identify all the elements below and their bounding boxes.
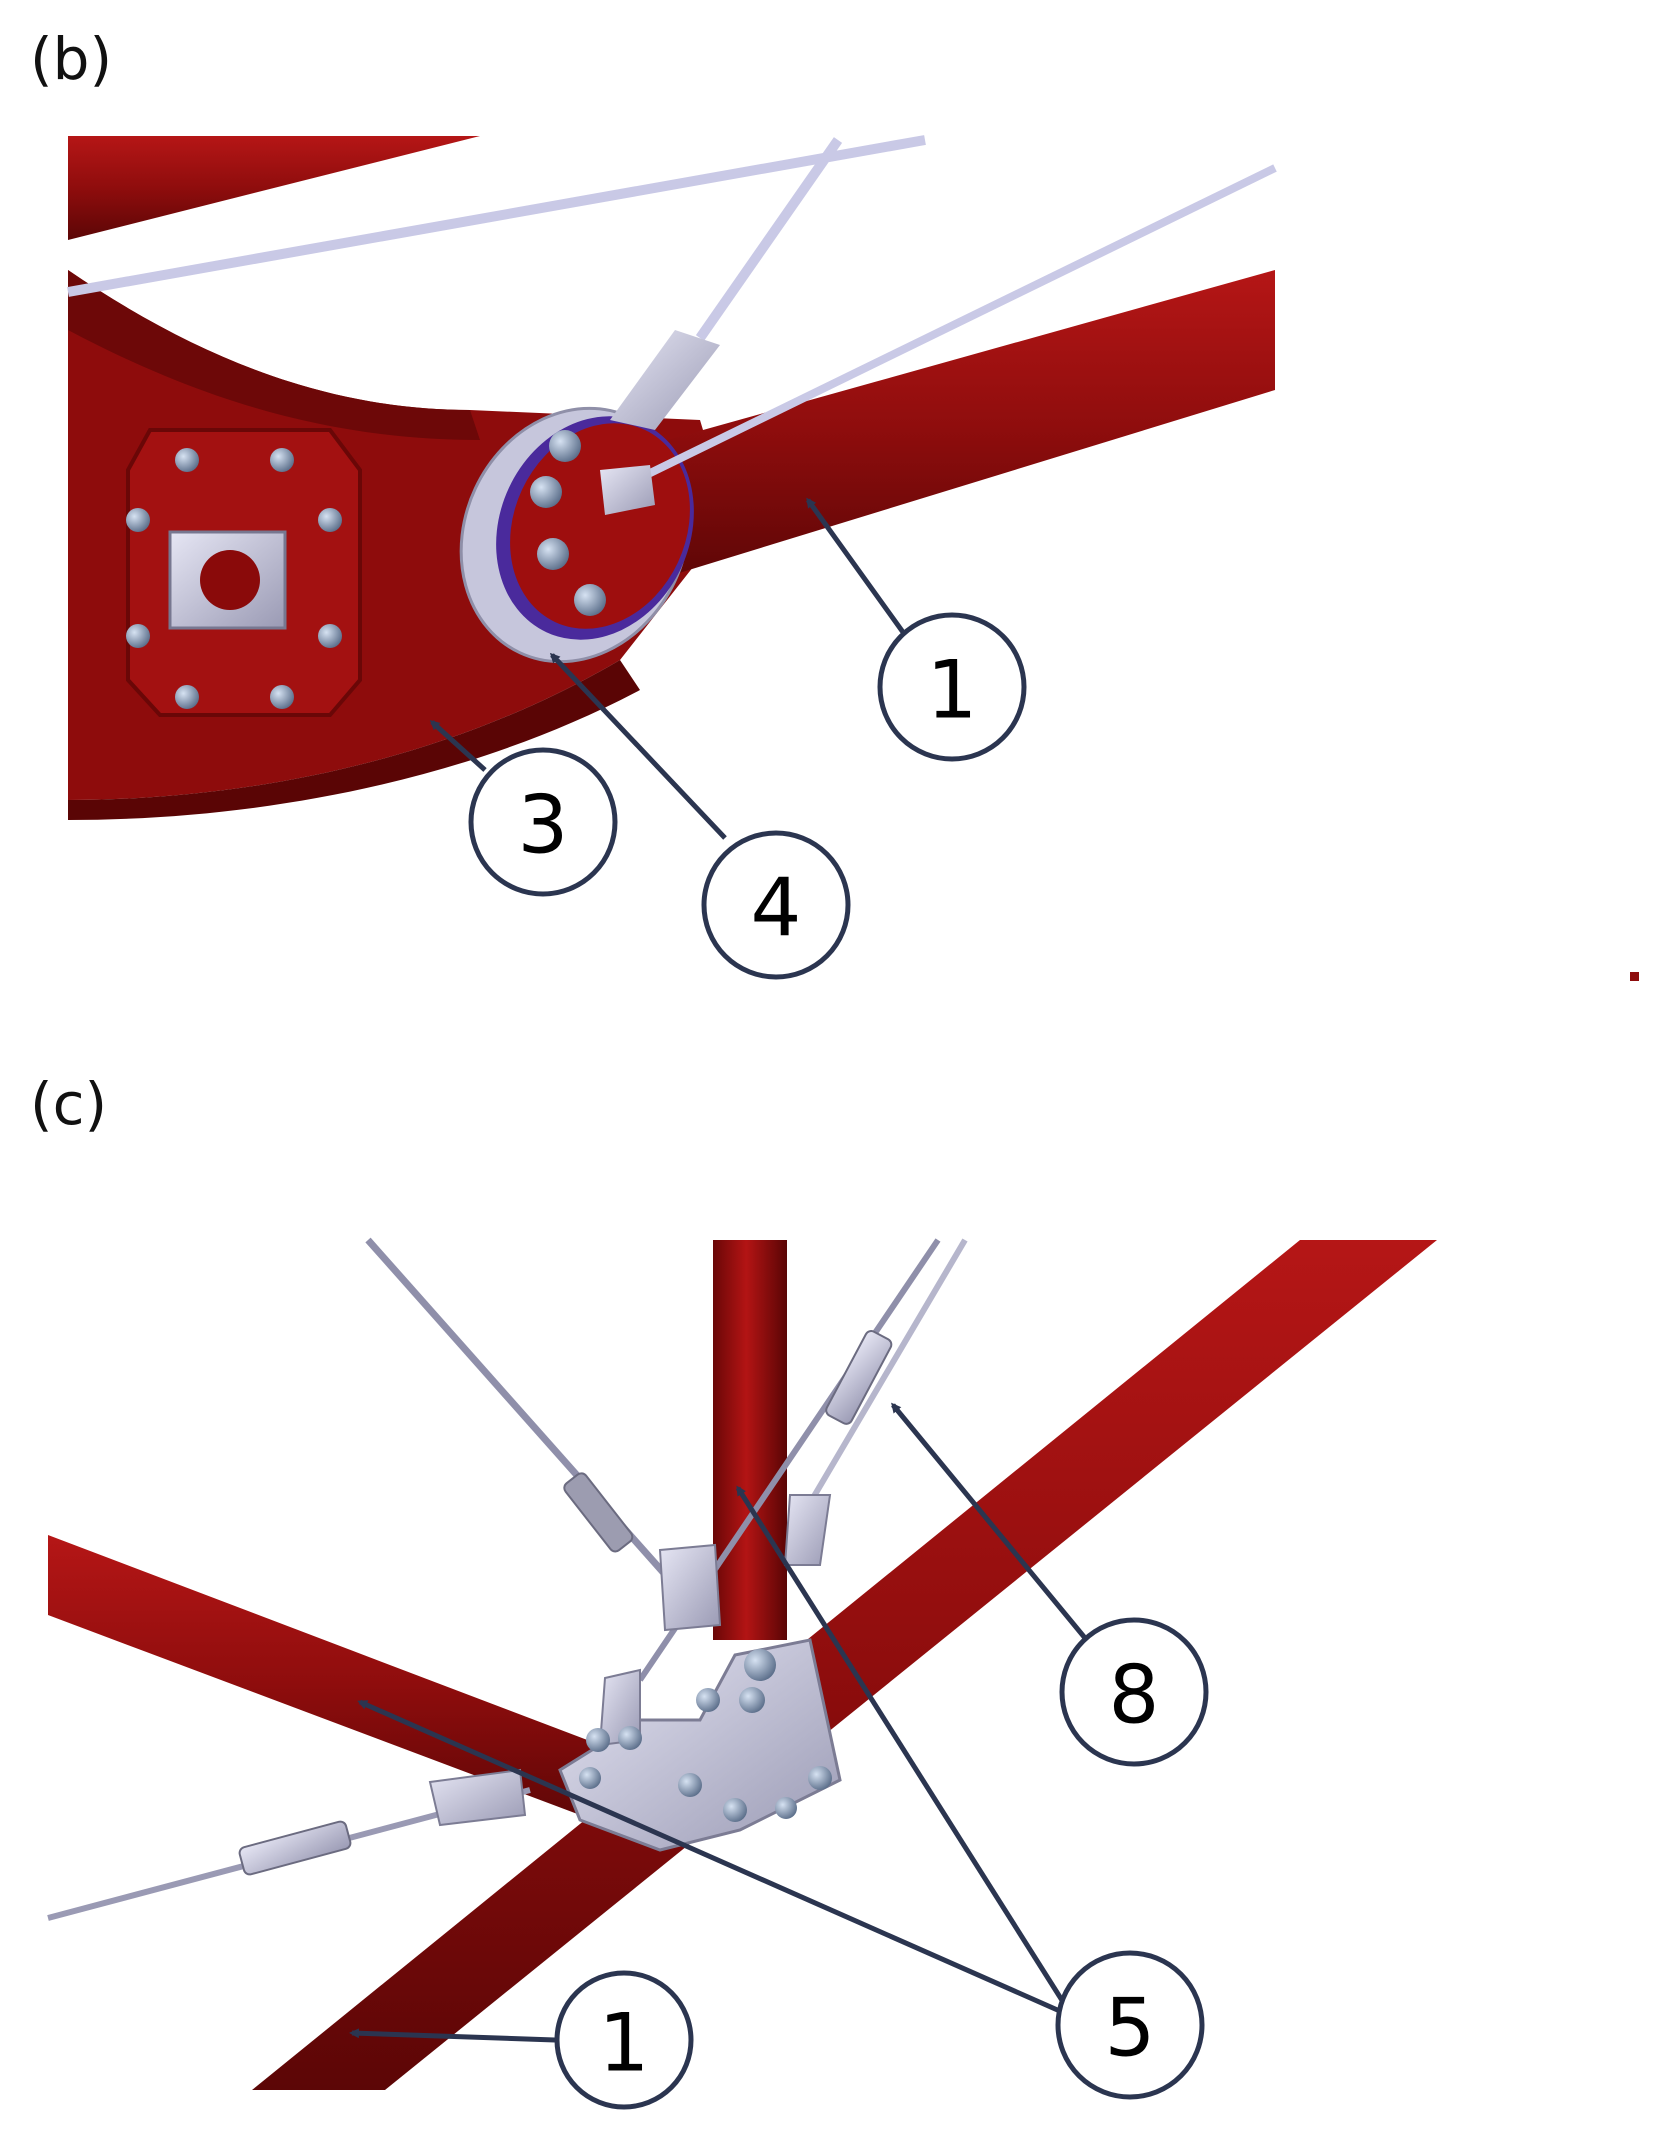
bolt-icon bbox=[270, 448, 294, 472]
upper-beam bbox=[68, 136, 480, 240]
bolt-icon bbox=[126, 508, 150, 532]
leader-line bbox=[357, 1699, 1064, 2015]
bolt-icon bbox=[549, 430, 581, 462]
bolt-icon bbox=[318, 508, 342, 532]
bolt-icon bbox=[574, 584, 606, 616]
bolt-icon bbox=[808, 1766, 832, 1790]
leader-line bbox=[429, 719, 487, 772]
callout-circle bbox=[701, 830, 851, 980]
clamp-body bbox=[558, 1638, 842, 1852]
insert-hole bbox=[200, 550, 260, 610]
callout-circle bbox=[468, 747, 618, 897]
clamp-ear bbox=[428, 1768, 527, 1827]
bolt-icon bbox=[175, 685, 199, 709]
bolt-icon bbox=[739, 1687, 765, 1713]
turnbuckle bbox=[825, 1330, 893, 1425]
bolt-icon bbox=[678, 1773, 702, 1797]
callout-b-1: 1 bbox=[805, 497, 1027, 762]
bolt-icon bbox=[270, 685, 294, 709]
turnbuckle bbox=[238, 1820, 352, 1876]
flange-bolts bbox=[530, 430, 606, 616]
bolt-icon bbox=[579, 1767, 601, 1789]
vertical-tube bbox=[713, 1240, 787, 1640]
callout-circle bbox=[554, 1970, 694, 2110]
bolt-icon bbox=[775, 1797, 797, 1819]
bolt-icon bbox=[586, 1728, 610, 1752]
callout-c-1: 1 bbox=[349, 1970, 694, 2110]
panel-label-c: (c) bbox=[30, 1070, 108, 1138]
tube-1 bbox=[560, 270, 1275, 585]
hub-top-edge bbox=[68, 270, 480, 440]
bolt-icon bbox=[530, 476, 562, 508]
bolt-icon bbox=[126, 624, 150, 648]
bolt-icon bbox=[537, 538, 569, 570]
bolt-icon bbox=[696, 1688, 720, 1712]
clamp-ear bbox=[658, 1543, 722, 1632]
callout-text: 4 bbox=[751, 862, 802, 955]
cable-clevis bbox=[600, 465, 655, 515]
callout-text: 3 bbox=[518, 779, 569, 872]
turnbuckle bbox=[563, 1472, 634, 1553]
callout-text: 1 bbox=[927, 644, 978, 737]
bolt-icon bbox=[175, 448, 199, 472]
bolt-icon bbox=[318, 624, 342, 648]
left-tube bbox=[48, 1535, 640, 1830]
marker bbox=[1630, 972, 1639, 981]
callout-circle bbox=[1055, 1950, 1205, 2100]
cable bbox=[638, 164, 1277, 482]
cable-fitting bbox=[610, 330, 720, 430]
callout-text: 8 bbox=[1109, 1649, 1160, 1742]
callout-b-4: 4 bbox=[549, 652, 851, 980]
leader-line bbox=[549, 652, 727, 840]
callout-c-8: 8 bbox=[891, 1402, 1209, 1767]
bolt-icon bbox=[744, 1649, 776, 1681]
bolt-icon bbox=[723, 1798, 747, 1822]
callout-circle bbox=[1059, 1617, 1209, 1767]
node-clamp bbox=[428, 1494, 842, 1852]
callout-circle bbox=[877, 612, 1027, 762]
leader-line bbox=[891, 1402, 1087, 1640]
panel-c-drawing bbox=[47, 1237, 1437, 2090]
callout-text: 1 bbox=[599, 1997, 650, 2090]
cable bbox=[67, 135, 926, 297]
leader-line bbox=[805, 497, 908, 637]
panel-label-b: (b) bbox=[30, 25, 113, 93]
plate-bolts bbox=[126, 448, 342, 709]
callout-b-3: 3 bbox=[429, 719, 618, 897]
cable bbox=[797, 1238, 968, 1522]
diagonal-tube-1 bbox=[252, 1240, 1437, 2090]
callout-text: 5 bbox=[1105, 1982, 1156, 2075]
leader-line bbox=[735, 1485, 1068, 2007]
panel-b-drawing bbox=[67, 135, 1639, 981]
bolt-icon bbox=[618, 1726, 642, 1750]
cable bbox=[695, 137, 843, 341]
leader-line bbox=[349, 2028, 556, 2043]
clamp-ear bbox=[783, 1494, 832, 1566]
hub-bottom-edge bbox=[68, 660, 640, 820]
callout-c-5: 5 bbox=[357, 1485, 1205, 2100]
